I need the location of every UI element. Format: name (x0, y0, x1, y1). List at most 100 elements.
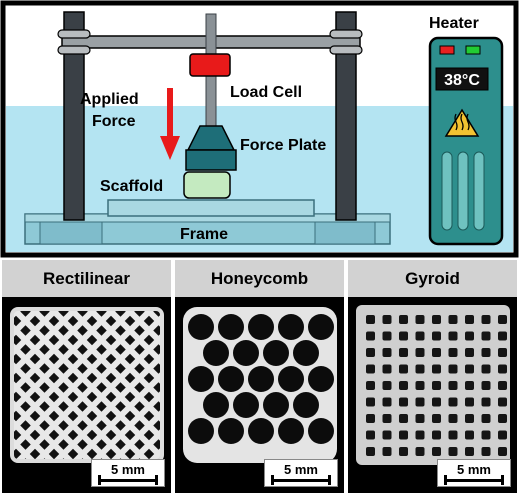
pore (203, 392, 229, 418)
pore (481, 447, 491, 456)
scale-line (271, 475, 331, 485)
load-cell-block (189, 53, 231, 77)
strut (37, 309, 162, 461)
pore (366, 397, 375, 407)
pore (399, 364, 408, 374)
pore (263, 392, 289, 418)
scaffold-label: Scaffold (100, 178, 163, 195)
scale-bar: 5 mm (91, 459, 165, 487)
strut (18, 309, 162, 461)
pore (481, 414, 491, 423)
pore (448, 381, 458, 390)
heater-label: Heater (429, 15, 479, 32)
gyroid-micrograph: 5 mm (348, 297, 517, 493)
pore (498, 430, 507, 440)
pore (432, 381, 441, 390)
pore (432, 331, 441, 341)
pore (498, 348, 507, 357)
pore (448, 430, 458, 440)
pore (399, 381, 408, 390)
pore (481, 430, 491, 440)
pore (399, 430, 408, 440)
pore (415, 447, 425, 456)
pore (399, 348, 408, 357)
pore (415, 315, 425, 324)
pore (382, 397, 392, 407)
load-cell-label: Load Cell (230, 84, 302, 101)
pore (481, 315, 491, 324)
pore (432, 447, 441, 456)
panel-header: Gyroid (348, 260, 517, 297)
pore (415, 381, 425, 390)
pore (399, 315, 408, 324)
scaffold-sample (183, 171, 231, 199)
pore (465, 331, 474, 341)
pore (382, 447, 392, 456)
panel-title: Honeycomb (210, 268, 309, 288)
pore (498, 414, 507, 423)
pore (465, 414, 474, 423)
right-post (335, 11, 357, 221)
pore (448, 447, 458, 456)
pore (366, 447, 375, 456)
pore (415, 414, 425, 423)
pore (293, 340, 319, 366)
heater-slots (441, 151, 485, 231)
pore (399, 414, 408, 423)
pore (366, 364, 375, 374)
pore (432, 348, 441, 357)
strut-gap (120, 309, 162, 461)
pore (366, 414, 375, 423)
pore (382, 430, 392, 440)
pore (188, 366, 214, 392)
strut-gap (63, 309, 162, 461)
pore (218, 314, 244, 340)
applied-force-label-line1: Applied (80, 91, 139, 108)
pore (481, 381, 491, 390)
pore (188, 314, 214, 340)
pore (498, 315, 507, 324)
strut (113, 309, 162, 461)
pore (498, 381, 507, 390)
strut-gap (44, 309, 162, 461)
test-setup-schematic: Heater 38°C Load Cell Applied Force Forc… (0, 0, 519, 258)
pore (465, 430, 474, 440)
pore (432, 315, 441, 324)
pore (248, 418, 274, 444)
scale-bar: 5 mm (437, 459, 511, 487)
pore (399, 331, 408, 341)
force-plate (185, 125, 237, 171)
pore (415, 364, 425, 374)
pore (278, 418, 304, 444)
pore (481, 397, 491, 407)
panel-rectilinear: Rectilinear 5 mm (2, 260, 171, 493)
pore (432, 397, 441, 407)
pore (498, 331, 507, 341)
pore (248, 314, 274, 340)
pore (382, 364, 392, 374)
panel-header: Rectilinear (2, 260, 171, 297)
pore (465, 447, 474, 456)
pore (382, 348, 392, 357)
panel-honeycomb: Honeycomb 5 mm (175, 260, 344, 493)
right-clamp (329, 29, 363, 55)
pore (233, 392, 259, 418)
scale-line (98, 475, 158, 485)
pore (399, 447, 408, 456)
frame-label: Frame (180, 226, 228, 243)
indicator-red (439, 45, 455, 55)
strut (56, 309, 162, 461)
pore (415, 397, 425, 407)
pore (308, 418, 334, 444)
force-arrow (160, 88, 180, 160)
pore (278, 366, 304, 392)
pore (293, 392, 319, 418)
pore (448, 397, 458, 407)
strut (94, 309, 162, 461)
scale-label: 5 mm (457, 462, 491, 477)
scale-bar: 5 mm (264, 459, 338, 487)
rectilinear-micrograph: 5 mm (2, 297, 171, 493)
panel-title: Rectilinear (43, 268, 130, 288)
temperature-readout: 38°C (444, 72, 480, 89)
temperature-display (435, 67, 489, 91)
